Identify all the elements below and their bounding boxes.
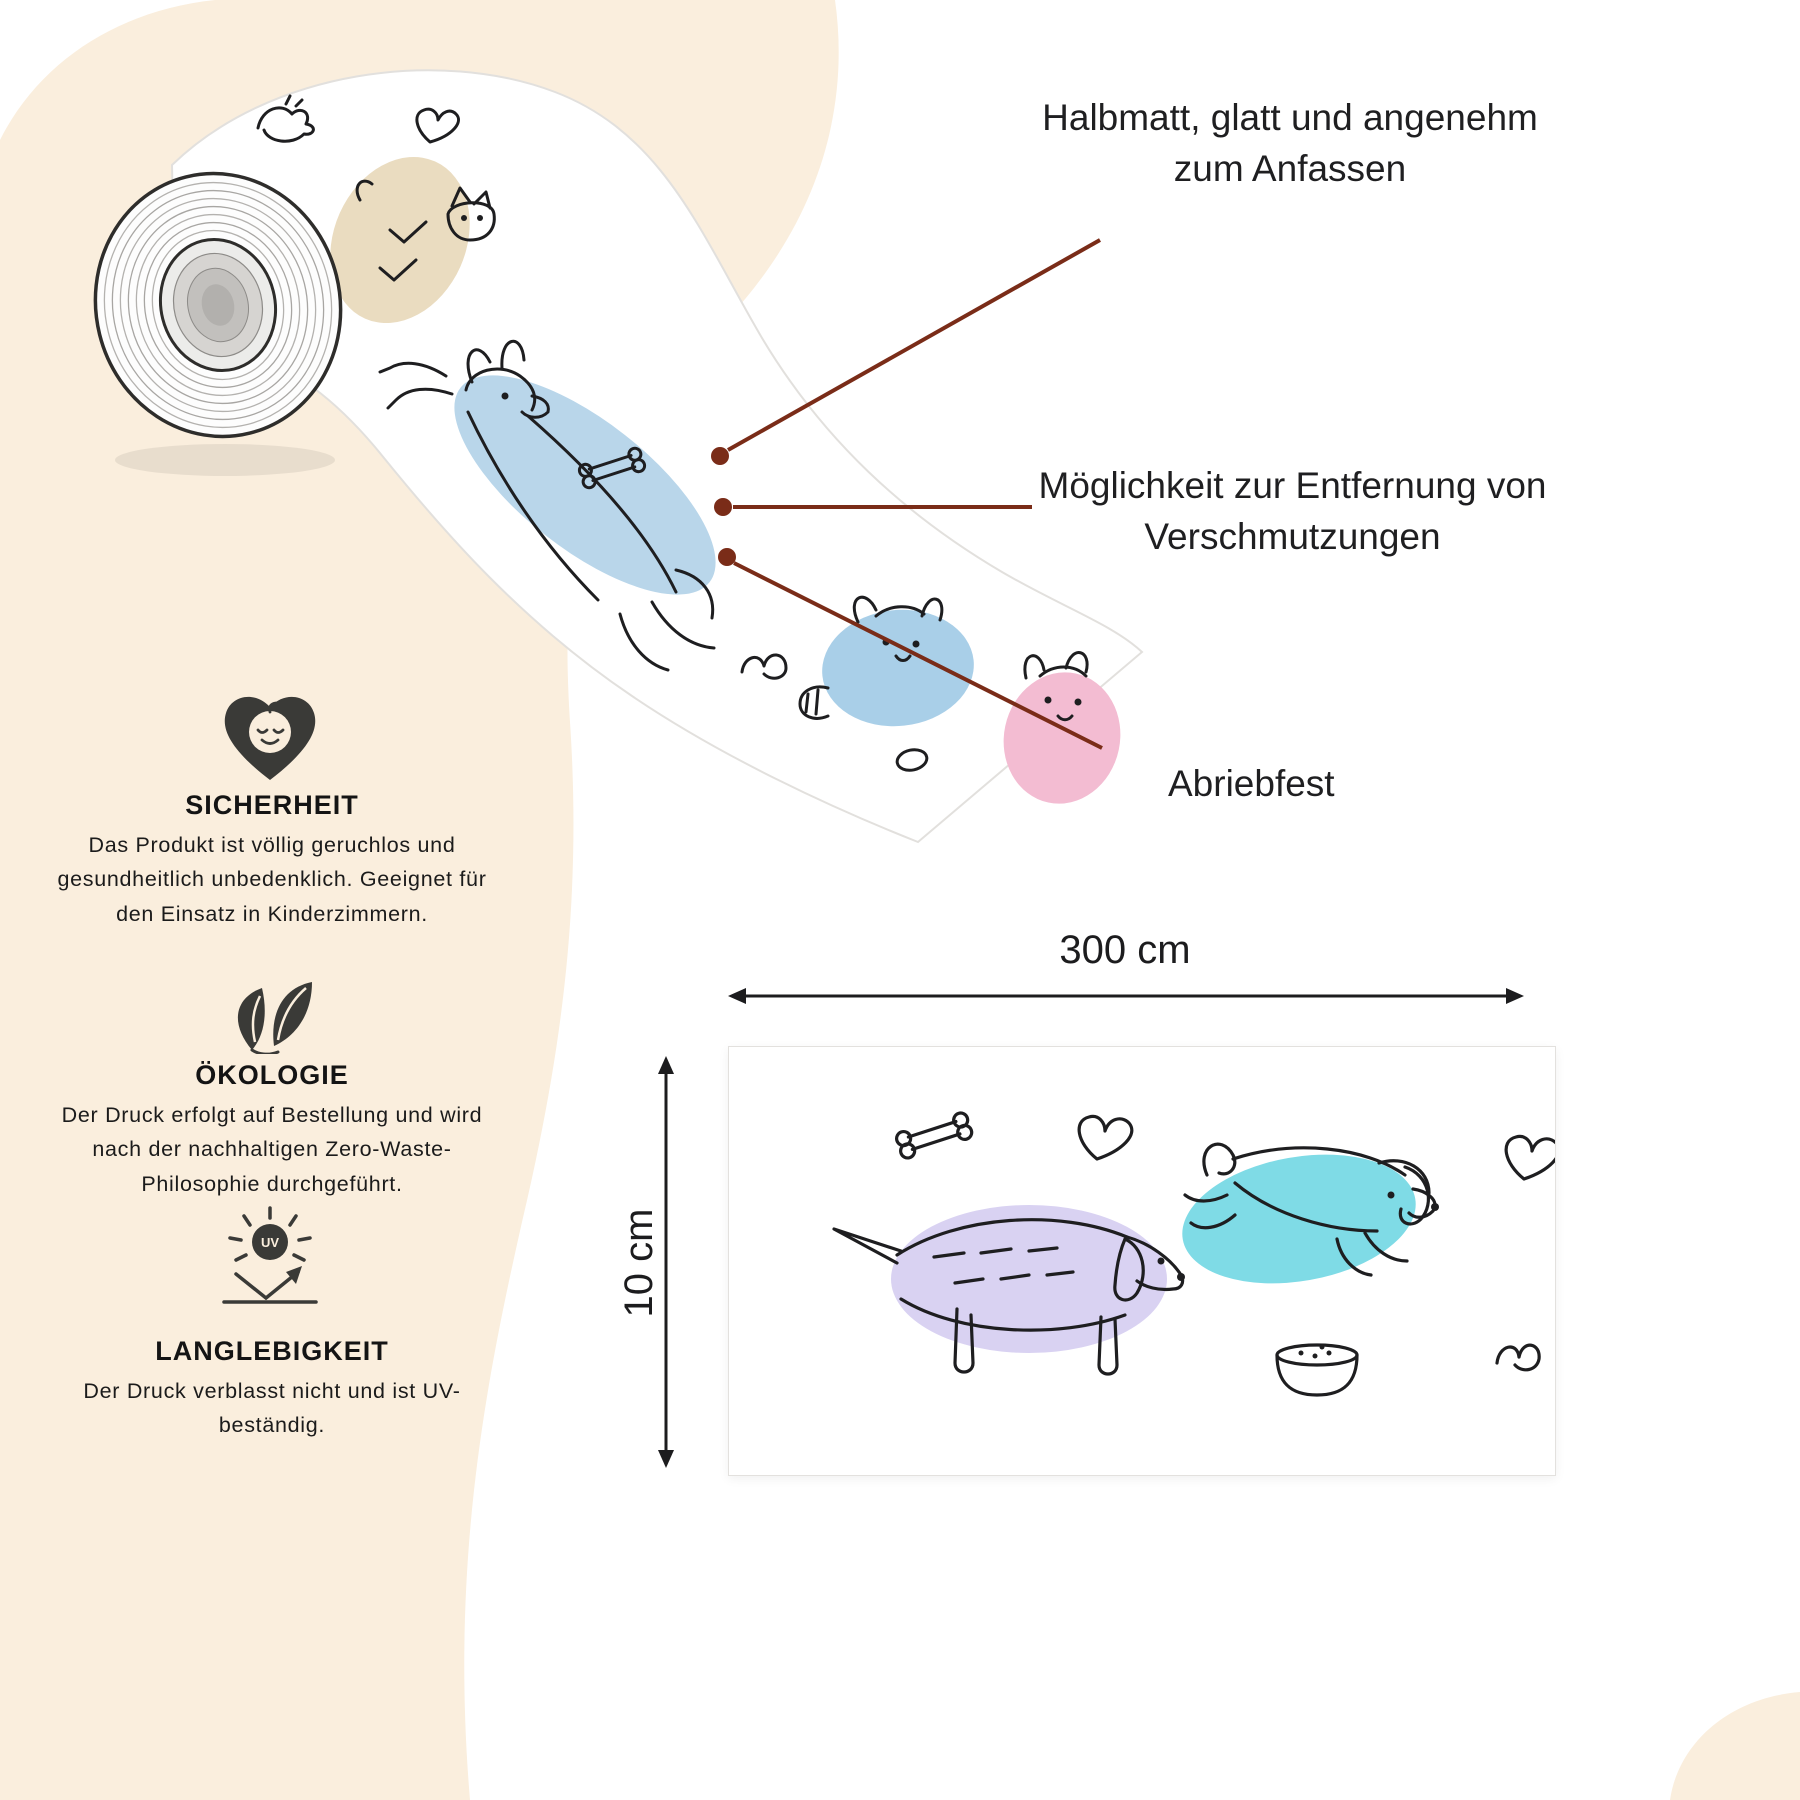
wing-doodle	[1495, 1343, 1541, 1372]
feature-title-oekologie: ÖKOLOGIE	[195, 1060, 349, 1090]
feature-text-langlebigkeit: Der Druck verblasst nicht und ist UV-bes…	[83, 1379, 461, 1438]
annotation-cleaning: Möglichkeit zur Entfernung von Verschmut…	[1038, 465, 1547, 558]
roll-shadow	[115, 444, 335, 476]
bone-doodle	[577, 446, 647, 490]
feature-title-sicherheit: SICHERHEIT	[185, 790, 359, 820]
tiny-dog-doodle	[256, 94, 315, 143]
heart-doodle	[415, 107, 460, 144]
heart-doodle	[1504, 1134, 1555, 1181]
light-blue-blob	[822, 609, 974, 727]
callout-lines	[711, 238, 1103, 750]
wallpaper-roll-illustration	[93, 69, 1144, 844]
bowl-doodle	[1275, 1353, 1359, 1397]
height-dimension-arrow	[658, 1056, 674, 1468]
feature-text-oekologie: Der Druck erfolgt auf Bestellung und wir…	[61, 1103, 483, 1196]
feature-title-langlebigkeit: LANGLEBIGKEIT	[155, 1336, 389, 1366]
eco-leaves-icon	[237, 982, 312, 1054]
fox-head	[446, 186, 496, 242]
bone-doodle	[895, 1111, 974, 1160]
pink-blob	[1003, 672, 1121, 804]
purple-blob	[891, 1205, 1167, 1353]
heart-doodle	[1077, 1114, 1134, 1161]
border-strip-sample	[728, 1046, 1556, 1476]
baby-heart-icon	[224, 696, 316, 780]
roll-end	[93, 171, 343, 439]
callout-dot-1	[711, 447, 729, 465]
annotation-surface: Halbmatt, glatt und angenehm zum Anfasse…	[1042, 97, 1538, 190]
width-dimension-label: 300 cm	[1059, 928, 1191, 972]
callout-dot-2	[714, 498, 732, 516]
width-dimension-arrow	[728, 988, 1524, 1004]
ribbon-doodles	[256, 94, 1121, 804]
feature-text-sicherheit: Das Produkt ist völlig geruchlos und ges…	[57, 833, 487, 926]
uv-sun-icon: UV	[222, 1206, 318, 1304]
uv-label: UV	[261, 1235, 279, 1250]
strip-doodles	[832, 1111, 1555, 1397]
cream-blob-corner	[1670, 1692, 1800, 1800]
cream-blob-left	[0, 0, 839, 1800]
callout-dot-3	[718, 548, 736, 566]
wing-doodle	[740, 653, 788, 680]
annotation-abrasion: Abriebfest	[1168, 763, 1335, 804]
